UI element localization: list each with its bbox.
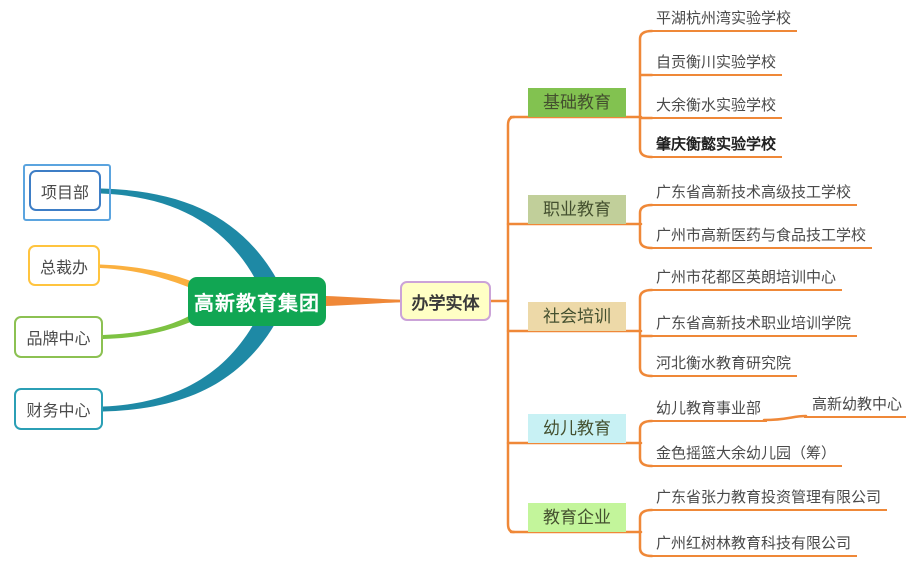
branch-line-president-office [100, 264, 191, 288]
node-root[interactable]: 高新教育集团 [188, 277, 326, 326]
branch-line-hub [326, 296, 400, 306]
subchild-connector [762, 414, 808, 422]
selection-highlight [23, 164, 111, 221]
leaf-node[interactable]: 平湖杭州湾实验学校 [648, 9, 798, 32]
leaf-node-sub[interactable]: 高新幼教中心 [804, 395, 907, 418]
node-brand-center[interactable]: 品牌中心 [14, 316, 103, 358]
branch-line-brand-center [103, 315, 191, 339]
leaf-node[interactable]: 广东省高新技术职业培训学院 [648, 314, 858, 337]
leaf-node[interactable]: 广东省高新技术高级技工学校 [648, 183, 858, 206]
main-trunk [506, 115, 516, 534]
leaf-node[interactable]: 肇庆衡懿实验学校 [648, 135, 783, 158]
leaf-node[interactable]: 广东省张力教育投资管理有限公司 [648, 488, 888, 511]
leaf-node[interactable]: 幼儿教育事业部 [648, 399, 768, 422]
node-president-office[interactable]: 总裁办 [28, 245, 100, 286]
leaf-node[interactable]: 大余衡水实验学校 [648, 96, 783, 119]
subtrunk-enterprise [638, 508, 654, 558]
leaf-node[interactable]: 广州市高新医药与食品技工学校 [648, 226, 873, 249]
node-project-dept[interactable]: 项目部 [29, 170, 101, 211]
leaf-node[interactable]: 广州市花都区英朗培训中心 [648, 268, 843, 291]
category-node-preschool-education[interactable]: 幼儿教育 [528, 414, 626, 443]
leaf-node[interactable]: 广州红树林教育科技有限公司 [648, 534, 858, 557]
category-node-basic-education[interactable]: 基础教育 [528, 88, 626, 117]
subtrunk-preschool [638, 419, 654, 468]
leaf-node[interactable]: 河北衡水教育研究院 [648, 354, 798, 377]
leaf-node[interactable]: 自贡衡川实验学校 [648, 53, 783, 76]
leaf-node[interactable]: 金色摇篮大余幼儿园（筹） [648, 444, 843, 467]
category-node-education-enterprise[interactable]: 教育企业 [528, 503, 626, 532]
category-node-social-training[interactable]: 社会培训 [528, 302, 626, 331]
category-node-vocational-education[interactable]: 职业教育 [528, 195, 626, 224]
node-finance-center[interactable]: 财务中心 [14, 388, 103, 430]
node-hub[interactable]: 办学实体 [400, 281, 491, 321]
subtrunk-vocational [638, 203, 654, 250]
